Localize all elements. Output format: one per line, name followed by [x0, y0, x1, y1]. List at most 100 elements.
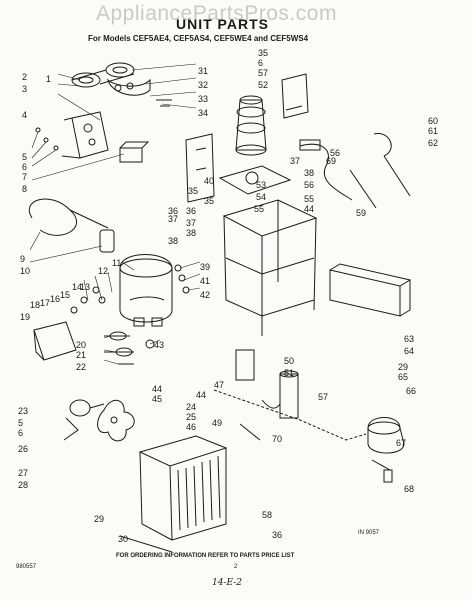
callout-9: 9: [20, 254, 26, 264]
callout-17: 17: [40, 298, 51, 308]
callout-13: 13: [80, 282, 91, 292]
callout-67: 29: [398, 362, 409, 372]
callout-37: 37: [168, 214, 179, 224]
callout-6: 6: [22, 162, 28, 172]
callout-65: 63: [404, 334, 415, 344]
callout-79: 38: [304, 168, 315, 178]
relay-capacitor: [235, 349, 299, 419]
callout-18: 18: [30, 300, 41, 310]
callout-42: 42: [200, 290, 211, 300]
callout-47: 25: [186, 412, 197, 422]
doc-code-left: 980557: [16, 564, 37, 570]
callout-68: 65: [398, 372, 409, 382]
callout-78: 37: [290, 156, 301, 166]
callout-58: 56: [330, 148, 341, 158]
motor-housing: [35, 111, 150, 163]
callout-3: 3: [22, 84, 28, 94]
callout-25: 6: [18, 428, 24, 438]
callout-54: 52: [258, 80, 269, 90]
callout-80: 56: [304, 180, 315, 190]
right-bracket: [329, 263, 411, 317]
callout-62: 60: [428, 116, 439, 126]
callout-56: 54: [256, 192, 267, 202]
callout-32: 32: [198, 80, 209, 90]
callout-24: 5: [18, 418, 24, 428]
leader-lines: [29, 63, 201, 365]
condenser-fan: [63, 399, 135, 442]
callout-61: 59: [356, 208, 367, 218]
callout-49: 47: [214, 380, 225, 390]
callout-39: 39: [200, 262, 211, 272]
mounting-plate: [185, 133, 292, 203]
frame-stand: [222, 199, 318, 336]
callout-46: 24: [186, 402, 197, 412]
callout-82: 44: [304, 204, 315, 214]
callout-57: 55: [254, 204, 265, 214]
callout-71: 68: [404, 484, 415, 494]
refrigerant-tubing: [213, 389, 367, 441]
callout-21: 21: [76, 350, 87, 360]
callout-30: 30: [118, 534, 129, 544]
doc-code-right: IN 9057: [358, 530, 380, 536]
callout-70: 67: [396, 438, 407, 448]
callout-22: 22: [76, 362, 87, 372]
callout-72: 69: [326, 156, 337, 166]
callout-31: 31: [198, 66, 209, 76]
callout-53: 51: [284, 368, 295, 378]
callout-86: 38: [186, 228, 197, 238]
watermark: AppliancePartsPros.com: [96, 2, 337, 25]
callout-16: 16: [50, 294, 61, 304]
grommets: [104, 331, 155, 365]
callout-66: 64: [404, 346, 415, 356]
compressor: [119, 254, 190, 327]
callout-36: 36: [168, 206, 179, 216]
callout-69: 66: [406, 386, 417, 396]
callout-23: 23: [18, 406, 29, 416]
callout-44: 44: [152, 384, 163, 394]
callout-26: 26: [18, 444, 29, 454]
thermostat-tube: [299, 133, 411, 209]
callout-59: 57: [318, 392, 329, 402]
callout-85: 37: [186, 218, 197, 228]
page-number: 2: [234, 564, 238, 570]
callout-7: 7: [22, 172, 28, 182]
callout-64: 62: [428, 138, 439, 148]
callout-74: 36: [272, 530, 283, 540]
callout-38: 38: [168, 236, 179, 246]
callout-77: 57: [258, 68, 269, 78]
callout-19: 19: [20, 312, 31, 322]
callout-28: 28: [18, 480, 29, 490]
callout-27: 27: [18, 468, 29, 478]
callout-4: 4: [22, 110, 28, 120]
callout-35: 35: [188, 186, 199, 196]
fan-motor-right: [367, 417, 405, 483]
diagram-subtitle: For Models CEF5AE4, CEF5AS4, CEF5WE4 and…: [88, 34, 309, 43]
callout-84: 36: [186, 206, 197, 216]
callout-10: 10: [20, 266, 31, 276]
callout-81: 55: [304, 194, 315, 204]
callout-75: 35: [258, 48, 269, 58]
callout-8: 8: [22, 184, 28, 194]
ordering-info: FOR ORDERING INFORMATION REFER TO PARTS …: [116, 553, 295, 559]
callout-45: 45: [152, 394, 163, 404]
callout-29: 29: [94, 514, 105, 524]
callout-41: 41: [200, 276, 211, 286]
callout-1: 1: [46, 74, 52, 84]
callout-52: 50: [284, 356, 295, 366]
callout-43: 43: [154, 340, 165, 350]
callout-83: 35: [204, 196, 215, 206]
callout-73: 70: [272, 434, 283, 444]
callout-40: 40: [204, 176, 215, 186]
motor-shaft-assembly: [235, 73, 309, 156]
callout-14: 14: [72, 282, 83, 292]
callout-55: 53: [256, 180, 267, 190]
callout-51: 49: [212, 418, 223, 428]
callout-5: 5: [22, 152, 28, 162]
callout-12: 12: [98, 266, 109, 276]
callout-48: 46: [186, 422, 197, 432]
callout-60: 58: [262, 510, 273, 520]
callout-76: 6: [258, 58, 264, 68]
callout-20: 20: [76, 340, 87, 350]
